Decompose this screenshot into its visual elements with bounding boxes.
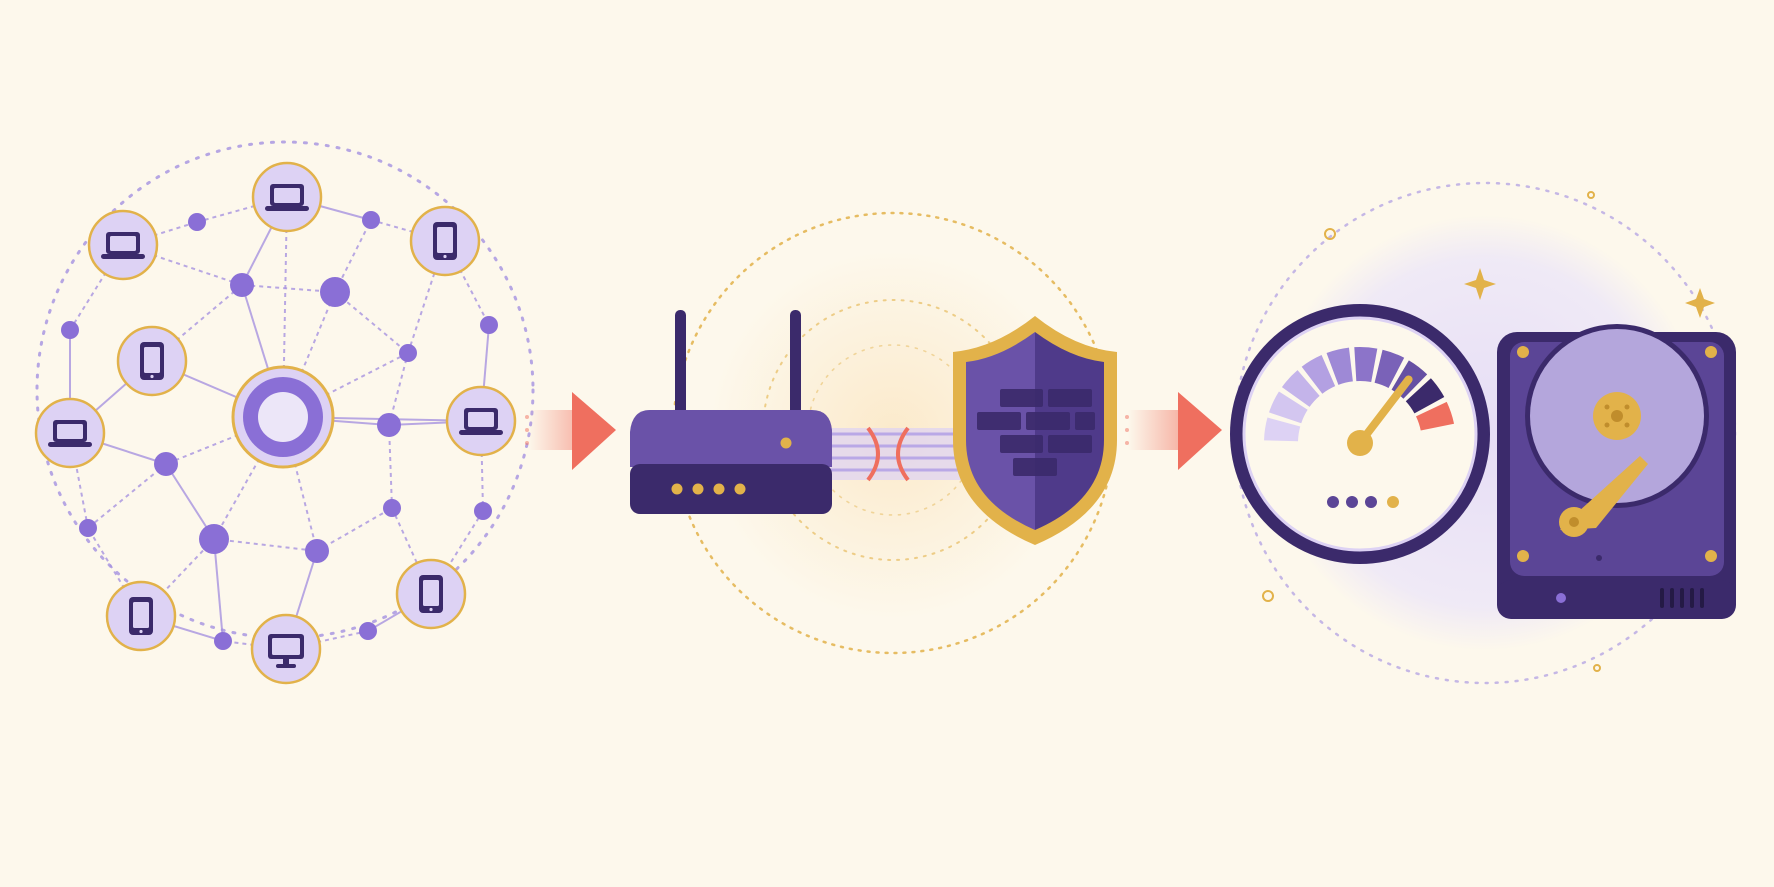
tablet-icon bbox=[116, 325, 188, 397]
router-status-light bbox=[780, 437, 792, 449]
speedometer-segment bbox=[1374, 349, 1405, 388]
arrow-right-icon bbox=[1125, 392, 1222, 470]
laptop-icon bbox=[87, 209, 159, 281]
network-link bbox=[213, 538, 318, 552]
router-firewall-group bbox=[630, 211, 1117, 655]
speedometer-segment bbox=[1354, 347, 1378, 383]
network-cluster bbox=[34, 140, 535, 685]
speedometer-needle bbox=[1356, 375, 1413, 447]
network-nodes bbox=[61, 211, 498, 650]
router-antenna-left bbox=[675, 310, 686, 420]
hub-node-icon bbox=[231, 365, 335, 469]
drive-screws bbox=[1517, 346, 1717, 562]
arrow-right-icon bbox=[525, 392, 616, 470]
network-node bbox=[320, 277, 350, 307]
network-boundary-ring bbox=[35, 140, 535, 640]
laptop-icon bbox=[34, 397, 106, 469]
network-node bbox=[480, 316, 498, 334]
speed-storage-group bbox=[1230, 181, 1737, 685]
network-node bbox=[230, 273, 254, 297]
network-link bbox=[165, 416, 284, 465]
router-indicator-light bbox=[713, 483, 725, 495]
speedometer-scale bbox=[1264, 347, 1455, 442]
network-node bbox=[154, 452, 178, 476]
sparkle-icon bbox=[1464, 268, 1715, 318]
connection-lines bbox=[826, 426, 966, 482]
network-node bbox=[188, 213, 206, 231]
network-node bbox=[214, 632, 232, 650]
network-node bbox=[377, 413, 401, 437]
network-link bbox=[87, 463, 167, 529]
speedometer-dots bbox=[1327, 496, 1399, 508]
network-link bbox=[122, 244, 243, 286]
router-antenna-right bbox=[790, 310, 801, 420]
drive-vents bbox=[1660, 588, 1704, 608]
monitor-icon bbox=[250, 613, 322, 685]
network-link bbox=[282, 416, 318, 552]
decorative-rings bbox=[1262, 191, 1601, 672]
speedometer-segment bbox=[1301, 355, 1336, 394]
tablet-icon bbox=[105, 580, 177, 652]
network-node bbox=[199, 524, 229, 554]
router-indicator-light bbox=[671, 483, 683, 495]
network-link bbox=[285, 630, 369, 650]
network-link bbox=[122, 221, 198, 246]
network-node bbox=[474, 502, 492, 520]
network-node bbox=[359, 622, 377, 640]
laptop-icon bbox=[445, 385, 517, 457]
network-devices bbox=[34, 161, 517, 685]
tablet-icon bbox=[409, 205, 481, 277]
speedometer-pivot bbox=[1347, 430, 1373, 456]
speedometer-segment bbox=[1264, 417, 1301, 442]
speedometer-segment bbox=[1269, 391, 1308, 424]
network-node bbox=[61, 321, 79, 339]
router-indicator-light bbox=[692, 483, 704, 495]
speedometer-segment bbox=[1405, 378, 1445, 414]
router-indicator-light bbox=[734, 483, 746, 495]
speedometer-icon bbox=[1230, 304, 1490, 564]
network-node bbox=[399, 344, 417, 362]
speedometer-segment bbox=[1326, 347, 1353, 385]
hard-drive-icon bbox=[1497, 324, 1736, 619]
firewall-bricks bbox=[977, 389, 1095, 476]
network-link bbox=[282, 291, 336, 418]
tablet-icon bbox=[395, 558, 467, 630]
network-link bbox=[334, 219, 372, 293]
network-node bbox=[383, 499, 401, 517]
firewall-shield-icon bbox=[953, 316, 1117, 545]
network-link bbox=[480, 420, 484, 512]
router-icon bbox=[630, 310, 832, 514]
network-node bbox=[305, 539, 329, 563]
network-node bbox=[362, 211, 380, 229]
laptop-icon bbox=[251, 161, 323, 233]
network-link bbox=[213, 538, 224, 642]
network-link bbox=[388, 424, 393, 509]
router-indicator-lights bbox=[671, 483, 746, 495]
network-link bbox=[316, 507, 393, 552]
network-node bbox=[79, 519, 97, 537]
speedometer-segment bbox=[1416, 401, 1455, 431]
speedometer-segment bbox=[1281, 370, 1320, 407]
